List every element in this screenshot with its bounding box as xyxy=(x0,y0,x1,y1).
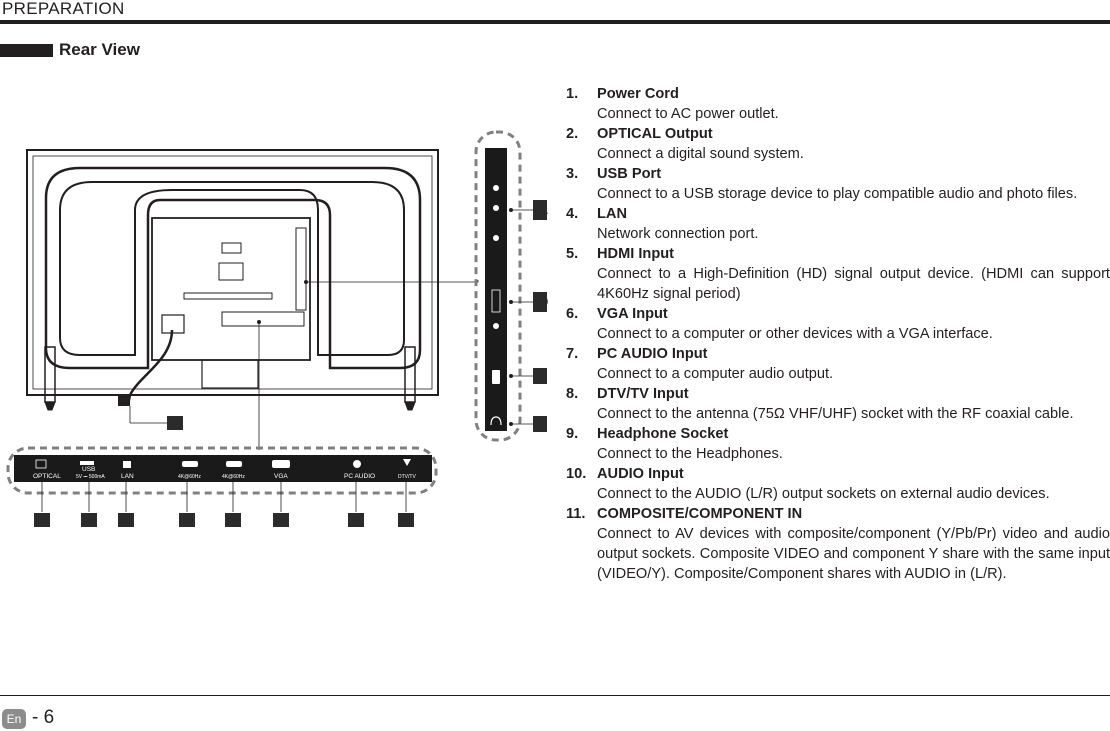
item-description: Connect to the Headphones. xyxy=(597,446,783,462)
callout-6: 6 xyxy=(277,513,285,527)
header-rule xyxy=(0,20,1110,24)
item-title: VGA Input xyxy=(597,306,668,322)
callout-10: 10 xyxy=(532,295,549,309)
item-title: USB Port xyxy=(597,166,662,182)
item-description: Connect to AV devices with composite/com… xyxy=(597,526,1110,582)
power-cord xyxy=(126,329,174,406)
callout-1: 1 xyxy=(171,416,179,430)
footer-rule xyxy=(0,695,1110,696)
bottom-leaders xyxy=(41,482,407,512)
item-description: Network connection port. xyxy=(597,226,759,242)
page-number: - 6 xyxy=(32,707,55,728)
bottom-port-strip xyxy=(14,455,432,482)
port-label-optical: OPTICAL xyxy=(33,473,61,480)
section-marker xyxy=(0,44,53,57)
item-title: DTV/TV Input xyxy=(597,386,689,402)
item-title: Power Cord xyxy=(597,86,679,102)
side-port-callout-frame xyxy=(474,130,522,442)
item-title: LAN xyxy=(597,206,627,222)
item-title: PC AUDIO Input xyxy=(597,346,708,362)
callout-3: 3 xyxy=(85,513,93,527)
leader-dots xyxy=(257,208,513,426)
item-title: Headphone Socket xyxy=(597,426,729,442)
callout-7: 7 xyxy=(352,513,360,527)
port-label-dtv-tv: DTV/TV xyxy=(398,474,416,480)
port-label-hdmi1: 4K@60Hz xyxy=(178,474,201,480)
leader-lines xyxy=(129,275,479,450)
item-description: Connect a digital sound system. xyxy=(597,146,804,162)
item-description: Connect to a USB storage device to play … xyxy=(597,186,1078,202)
callout-5c: 5 xyxy=(536,369,544,383)
port-label-pc-audio: PC AUDIO xyxy=(344,473,375,480)
rear-view-diagram: OPTICAL USB 5V ⎓ 500mA LAN 4K@60Hz 4K@60… xyxy=(6,130,548,527)
callout-11: 11 xyxy=(532,203,549,217)
port-label-hdmi2: 4K@60Hz xyxy=(222,474,245,480)
callout-4: 4 xyxy=(122,513,130,527)
callout-5a: 5 xyxy=(183,513,191,527)
port-label-vga: VGA xyxy=(274,473,288,480)
port-label-lan: LAN xyxy=(121,473,134,480)
item-description: Connect to a computer or other devices w… xyxy=(597,326,993,342)
callout-8: 8 xyxy=(402,513,410,527)
callout-5b: 5 xyxy=(229,513,237,527)
item-title: HDMI Input xyxy=(597,246,675,262)
side-port-icons xyxy=(490,185,502,426)
callout-2: 2 xyxy=(38,513,46,527)
page-title: Rear View xyxy=(59,40,140,59)
power-plug xyxy=(118,394,130,406)
side-leaders xyxy=(511,209,533,425)
item-description: Connect to a High-Definition (HD) signal… xyxy=(597,266,1110,302)
item-description: Connect to a computer audio output. xyxy=(597,366,834,382)
item-description: Connect to the AUDIO (L/R) output socket… xyxy=(597,486,1050,502)
port-label-usb: USB xyxy=(82,466,95,473)
number-callouts: 1 2 3 4 5 5 6 7 8 11 10 5 9 xyxy=(34,200,548,527)
tv-rear-panel xyxy=(26,149,439,411)
item-title: OPTICAL Output xyxy=(597,126,713,142)
bottom-port-labels: OPTICAL USB 5V ⎓ 500mA LAN 4K@60Hz 4K@60… xyxy=(33,466,416,480)
section-header: PREPARATION xyxy=(2,0,125,18)
port-label-usb-power: 5V ⎓ 500mA xyxy=(76,474,105,480)
item-title: AUDIO Input xyxy=(597,466,684,482)
bottom-port-icons xyxy=(35,459,411,469)
item-description: Connect to the antenna (75Ω VHF/UHF) soc… xyxy=(597,406,1074,422)
callout-9: 9 xyxy=(536,417,544,431)
item-description: Connect to AC power outlet. xyxy=(597,106,779,122)
bottom-port-callout-frame xyxy=(6,446,438,495)
side-port-strip xyxy=(485,148,507,431)
item-title: COMPOSITE/COMPONENT IN xyxy=(597,506,803,522)
language-badge: En xyxy=(2,709,26,729)
